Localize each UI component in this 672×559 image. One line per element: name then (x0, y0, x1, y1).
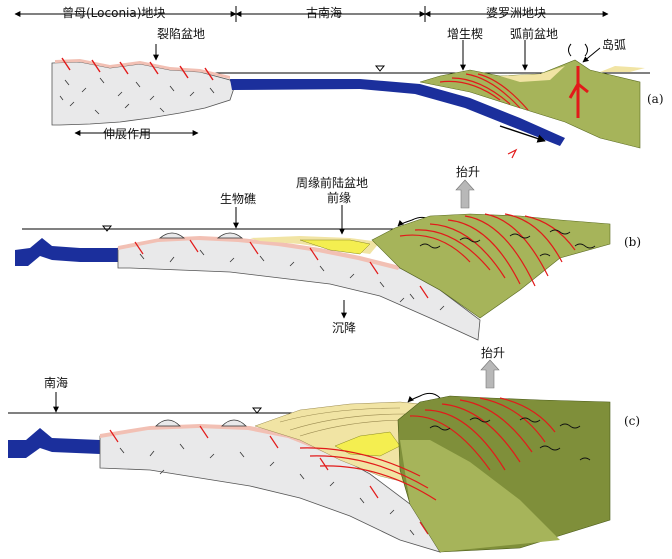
uplift-label-b: 抬升 (456, 165, 481, 179)
sea-level-marker-c (251, 407, 263, 414)
sediment-lines-c (279, 407, 411, 437)
oceanic-crust-a (230, 79, 565, 146)
wedge-lower-c (400, 440, 560, 552)
arc-pointer (582, 47, 601, 63)
fold-texture-b (419, 229, 596, 257)
panel-c (8, 359, 611, 553)
region-label-paleo-south-sea: 古南海 (306, 6, 343, 20)
uplift-arrow-b (455, 179, 475, 209)
accretionary-wedge-label: 增生楔 (447, 27, 484, 41)
reef-1-b (158, 232, 186, 239)
reef-label: 生物礁 (220, 192, 257, 206)
panel-a (14, 6, 650, 159)
continental-crust-a (51, 61, 235, 126)
thrusts-b (399, 213, 576, 287)
oceanic-crust-c (8, 428, 100, 458)
small-fault-a (507, 148, 518, 159)
front-edge-label: 前缘 (327, 191, 352, 205)
subduction-arrow (499, 125, 546, 143)
uplift-arrow-c (480, 359, 500, 389)
thrusts-c (299, 397, 556, 501)
forearc-basin-fill-a (500, 66, 565, 82)
wave-arrow-c (407, 392, 441, 403)
rift-basin-label: 裂陷盆地 (157, 27, 206, 41)
extension-label: 伸展作用 (103, 127, 152, 141)
rift-sediment-a (55, 59, 230, 79)
forearc-basin-label: 弧前盆地 (510, 27, 559, 41)
reef-2-b (216, 232, 244, 239)
crust-texture-b (139, 249, 445, 311)
uplift-label-c: 抬升 (481, 346, 506, 360)
south-sea-label: 南海 (44, 376, 69, 390)
faults-b (134, 239, 429, 299)
normal-faults-a (61, 57, 214, 81)
panel-tag-b: (b) (624, 235, 642, 249)
wedge-thrusts-a (439, 73, 529, 111)
sea-level-marker-a (374, 65, 386, 72)
subsidence-label: 沉降 (332, 321, 357, 335)
panel-b (15, 179, 611, 341)
region-label-borneo: 婆罗洲地块 (486, 6, 547, 20)
reef-2-c (221, 419, 247, 427)
crust-texture-c (119, 443, 415, 536)
arc-magma (568, 66, 589, 118)
region-label-zengmu: 曾母(Loconia)地块 (62, 6, 166, 20)
panel-tag-c: (c) (624, 414, 641, 428)
carbonate-layer-b (118, 236, 400, 270)
oceanic-crust-b (15, 238, 118, 266)
sea-level-marker-b (101, 225, 113, 232)
island-arc-top (600, 66, 645, 72)
reef-1-c (155, 419, 181, 427)
faults-c (109, 425, 429, 535)
arc-eruption (568, 43, 588, 57)
crust-texture-a (59, 77, 215, 115)
foreland-yellow-b (299, 239, 371, 255)
foreland-basin-label: 周缘前陆盆地 (296, 176, 369, 190)
island-arc-label: 岛弧 (602, 38, 627, 52)
fold-texture-c (429, 417, 591, 461)
orogenic-wedge-b (371, 213, 611, 319)
panel-tag-a: (a) (647, 92, 664, 106)
